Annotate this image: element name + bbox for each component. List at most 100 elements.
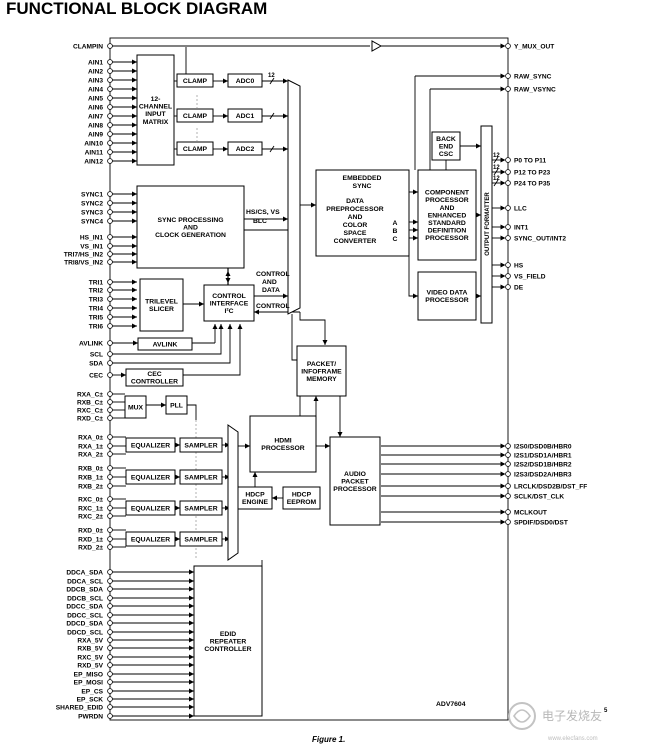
abc-label: A	[393, 220, 398, 227]
clamp-block	[176, 73, 214, 88]
pin-rxc: RXC_2±	[78, 513, 103, 520]
pin-edid: DDCA_SDA	[66, 569, 103, 576]
bus-width-label: 12	[493, 153, 500, 159]
pin-llc: LLC	[514, 205, 527, 212]
sda-wire	[112, 324, 231, 364]
arrowhead	[283, 113, 288, 119]
pin-p24-p35-pin-dot	[505, 180, 511, 186]
pin-edid-pin-dot	[107, 688, 113, 694]
mux-block-label: MUX	[128, 404, 144, 411]
video-data-processor-block-label: PROCESSOR	[425, 297, 469, 304]
sampler-block-label: SAMPLER	[184, 442, 217, 449]
cec-controller-block	[125, 368, 184, 387]
pin-i2s-pin-dot	[505, 452, 511, 458]
component-processor-block-label: STANDARD	[428, 220, 466, 227]
arrowhead	[121, 372, 126, 378]
control-interface-block-label: CONTROL	[212, 293, 246, 300]
arrowhead	[189, 662, 194, 668]
pin-edid-pin-dot	[107, 595, 113, 601]
pin-sync: SYNC4	[81, 218, 103, 225]
pin-edid-pin-dot	[107, 696, 113, 702]
pin-rx-clock: RXC_C±	[77, 407, 103, 414]
arrowhead	[500, 483, 506, 489]
pin-ain: AIN7	[88, 113, 103, 120]
pin-tri: TRI2	[89, 287, 104, 294]
blc-label: BLC	[253, 218, 267, 225]
arrowhead	[161, 402, 166, 408]
arrowhead	[175, 505, 180, 511]
pin-ain-pin-dot	[107, 149, 113, 155]
pin-i2s: I2S3/DSD2A/HBR3	[514, 471, 572, 478]
arrowhead	[311, 202, 316, 208]
arrowhead	[325, 443, 330, 449]
cec-controller-block-label: CONTROLLER	[131, 379, 178, 386]
pin-edid: DDCA_SCL	[67, 578, 103, 585]
pin-edid-pin-dot	[107, 704, 113, 710]
control-and-data-label: AND	[262, 279, 277, 286]
pin-hs: HS	[514, 262, 524, 269]
pin-rxc-pin-dot	[107, 513, 113, 519]
figure-caption: Figure 1.	[312, 735, 345, 744]
pin-edid: DDCD_SDA	[66, 620, 103, 627]
component-processor-block-label: DEFINITION	[428, 228, 467, 235]
arrowhead	[132, 314, 137, 320]
pin-rxc: RXC_0±	[78, 496, 103, 503]
hdcp-engine-block	[237, 486, 273, 510]
arrowhead	[225, 278, 231, 283]
input-matrix-block	[136, 54, 175, 166]
pin-rxc-pin-dot	[107, 496, 113, 502]
pin-lrclk: LRCLK/DSD2B/DST_FF	[514, 483, 587, 490]
pin-rxb: RXB_2±	[78, 483, 103, 490]
arrowhead	[227, 324, 233, 329]
pin-tri: TRI3	[89, 296, 104, 303]
arrowhead	[132, 149, 137, 155]
sync-processing-block-label: CLOCK GENERATION	[155, 232, 226, 239]
pin-tri-pin-dot	[107, 296, 113, 302]
pin-edid-pin-dot	[107, 620, 113, 626]
pin-sync-pin-dot	[107, 259, 113, 265]
arrowhead	[237, 324, 243, 329]
arrowhead	[500, 443, 506, 449]
signal-wires	[112, 43, 506, 719]
pin-edid-pin-dot	[107, 662, 113, 668]
control-and-data-label: DATA	[262, 287, 280, 294]
arrowhead	[272, 495, 277, 501]
hdmi-processor-block-label: HDMI	[274, 438, 291, 445]
arrowhead	[500, 180, 506, 186]
equalizer-block	[125, 437, 176, 453]
pin-rxd-pin-dot	[107, 544, 113, 550]
pin-rx-clock-pin-dot	[107, 391, 113, 397]
pin-rxb: RXB_0±	[78, 465, 103, 472]
pin-mclkout-pin-dot	[505, 509, 511, 515]
pin-edid: RXB_5V	[77, 645, 103, 652]
arrowhead	[132, 140, 137, 146]
control-interface-block	[203, 284, 255, 322]
pin-edid: RXD_5V	[77, 662, 103, 669]
backend-csc-block-label: END	[439, 143, 453, 150]
pin-edid: SHARED_EDID	[56, 704, 104, 711]
avlink-block	[137, 337, 193, 351]
bus-slash	[493, 156, 499, 164]
input-matrix-block-label: 12-	[151, 96, 161, 103]
pin-rxc-pin-dot	[107, 505, 113, 511]
bus-slash	[493, 179, 499, 187]
pin-edid: DDCB_SCL	[67, 595, 103, 602]
arrowhead	[189, 612, 194, 618]
sampler-block	[179, 531, 223, 547]
arrowhead	[132, 305, 137, 311]
sync-processing-block	[136, 185, 245, 269]
edid-repeater-controller-block-label: EDID	[220, 631, 236, 638]
pin-i2s: I2S2/DSD1B/HBR2	[514, 461, 572, 468]
clamp-block-label: CLAMP	[183, 78, 208, 85]
pin-sclk-pin-dot	[505, 493, 511, 499]
control-label: CONTROL	[256, 303, 290, 310]
pin-ain-pin-dot	[107, 95, 113, 101]
edid-repeater-controller-block-label: REPEATER	[210, 638, 247, 645]
pin-p0-p11-pin-dot	[505, 157, 511, 163]
pin-ain: AIN4	[88, 86, 103, 93]
pin-tri-pin-dot	[107, 323, 113, 329]
arrowhead	[175, 536, 180, 542]
bus-width-label: 12	[268, 73, 275, 79]
pin-sync: SYNC3	[81, 209, 103, 216]
